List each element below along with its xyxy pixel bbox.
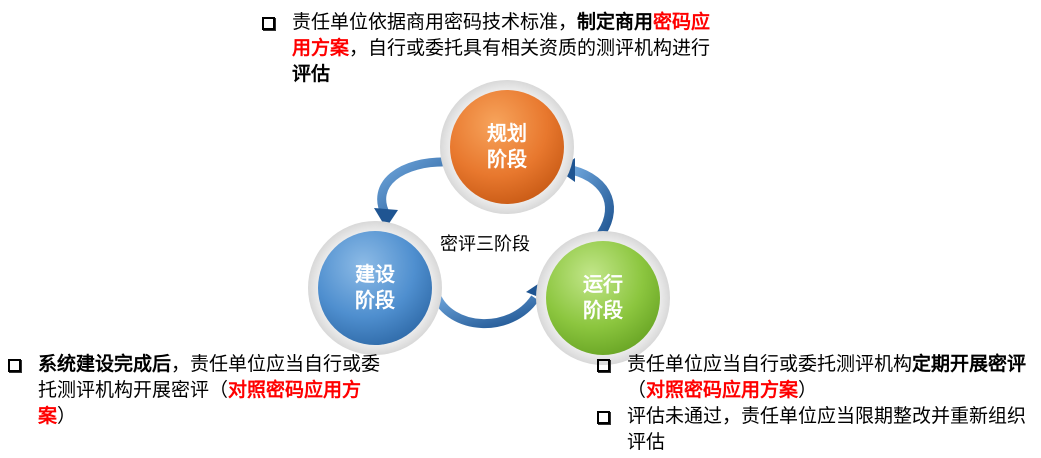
note-red: 密码应用方案 xyxy=(292,12,711,59)
note-text: ） xyxy=(57,406,77,427)
phase-plan-line2: 阶段 xyxy=(487,149,527,171)
right-notes: 责任单位应当自行或委托测评机构定期开展密评 （对照密码应用方案） 评估未通过，责任… xyxy=(597,352,1041,456)
note-text: 评估未通过，责任单位应当限期整改并重新组织评估 xyxy=(627,406,1027,453)
note-bold: 评估 xyxy=(292,64,331,85)
phase-build-line1: 建设 xyxy=(355,264,395,286)
square-bullet-icon xyxy=(8,359,21,372)
center-label: 密评三阶段 xyxy=(440,234,530,254)
phase-label-plan: 规划 阶段 xyxy=(467,121,547,173)
note-red: 对照密码应用方案 xyxy=(646,380,799,401)
note-text: 责任单位应当自行或委托测评机构 xyxy=(627,354,913,375)
phase-circle-plan xyxy=(440,80,574,214)
note-bold: 制定商用 xyxy=(577,12,654,33)
square-bullet-icon xyxy=(597,411,610,424)
note-text: ，自行或委托具有相关资质的测评机构进行 xyxy=(349,38,711,59)
arrow-plan-to-build xyxy=(374,157,451,228)
note-red: 对照密码应用方案 xyxy=(38,380,362,427)
phase-label-run: 运行 阶段 xyxy=(563,272,643,324)
note-text: ，责任单位应当自行或委托测评机构开展密评（ xyxy=(38,354,381,401)
note-bold: 定期开展密评 xyxy=(912,354,1027,375)
phase-circle-run xyxy=(536,231,670,365)
note-text: 责任单位依据商用密码技术标准， xyxy=(292,12,578,33)
phase-plan-line1: 规划 xyxy=(487,123,527,145)
phase-label-build: 建设 阶段 xyxy=(335,262,415,314)
top-note: 责任单位依据商用密码技术标准，制定商用密码应用方案，自行或委托具有相关资质的测评… xyxy=(262,10,727,88)
phase-circle-build xyxy=(308,221,442,355)
phase-run-line2: 阶段 xyxy=(583,300,623,322)
phase-build-line2: 阶段 xyxy=(355,290,395,312)
square-bullet-icon xyxy=(262,17,275,30)
note-text: ） xyxy=(798,380,818,401)
right-note-item: 评估未通过，责任单位应当限期整改并重新组织评估 xyxy=(597,404,1041,456)
top-note-item: 责任单位依据商用密码技术标准，制定商用密码应用方案，自行或委托具有相关资质的测评… xyxy=(262,10,727,88)
phase-run-line1: 运行 xyxy=(583,274,623,296)
note-bold: 系统建设完成后 xyxy=(38,354,172,375)
left-note: 系统建设完成后，责任单位应当自行或委托测评机构开展密评（对照密码应用方案） xyxy=(8,352,393,430)
note-text: （ xyxy=(627,380,647,401)
right-note-item: 责任单位应当自行或委托测评机构定期开展密评 （对照密码应用方案） xyxy=(597,352,1041,404)
arrow-build-to-run xyxy=(431,280,546,328)
square-bullet-icon xyxy=(597,359,610,372)
left-note-item: 系统建设完成后，责任单位应当自行或委托测评机构开展密评（对照密码应用方案） xyxy=(8,352,393,430)
